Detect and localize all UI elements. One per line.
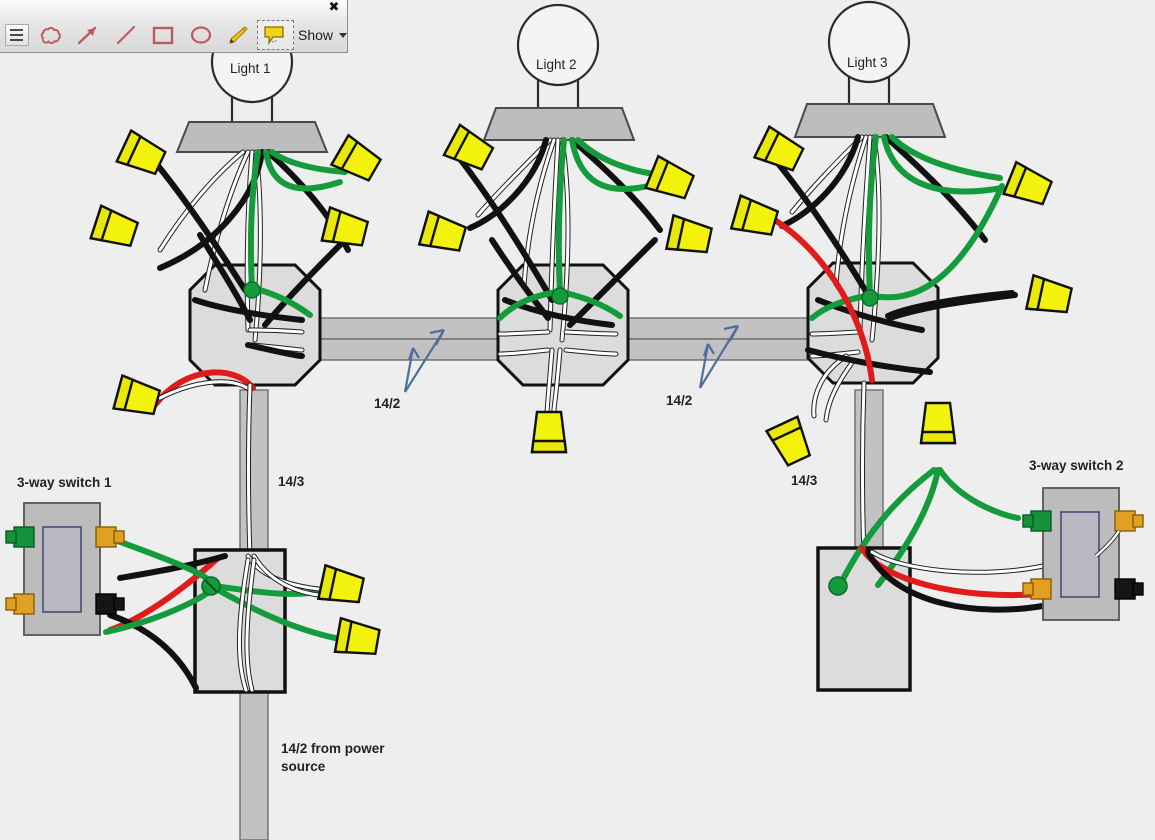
light-1-label: Light 1 <box>230 61 271 76</box>
light-2-label: Light 2 <box>536 57 577 72</box>
ground-terminal <box>13 526 35 548</box>
cable-runs <box>239 317 884 840</box>
annotation-toolbar: ✖ <box>0 0 348 53</box>
cable-label-14-2-right: 14/2 <box>666 393 693 408</box>
wire-nut-group-switch-2 <box>919 401 957 445</box>
line-icon[interactable] <box>107 20 144 50</box>
cable-power-feed-run <box>239 689 269 840</box>
common-terminal-2 <box>1114 578 1136 600</box>
hamburger-menu-icon[interactable] <box>1 20 32 50</box>
close-icon[interactable]: ✖ <box>328 0 340 15</box>
wires-switch-box-2 <box>828 467 1051 613</box>
cable-14-2-left-run-b <box>299 338 516 361</box>
wires-light-2 <box>450 137 663 435</box>
cable-label-14-2-left: 14/2 <box>374 396 401 411</box>
arrow-icon[interactable] <box>70 20 107 50</box>
cable-14-2-left-run <box>299 317 516 340</box>
ground-screw-box-2 <box>551 287 569 305</box>
wires-light-3 <box>757 134 1018 559</box>
brass-terminal-2-tr <box>1114 510 1136 532</box>
cable-label-14-3-left: 14/3 <box>278 474 305 489</box>
show-dropdown[interactable]: Show <box>298 27 348 43</box>
light-fixture-3 <box>793 0 947 138</box>
callout-bubble-icon[interactable] <box>256 20 294 50</box>
chevron-down-icon <box>339 32 348 38</box>
ground-terminal-2 <box>1030 510 1052 532</box>
switch-box-2 <box>816 546 912 692</box>
common-terminal <box>95 593 117 615</box>
rectangle-icon[interactable] <box>145 20 182 50</box>
annotation-arrow-left <box>403 328 445 393</box>
show-dropdown-label: Show <box>298 27 334 43</box>
annotation-arrow-right <box>698 324 739 389</box>
toolbar-titlebar <box>0 0 347 18</box>
cable-label-14-3-right: 14/3 <box>791 473 818 488</box>
light-3-label: Light 3 <box>847 55 888 70</box>
switch-device-2 <box>1022 487 1144 621</box>
ground-screw-box-1 <box>243 281 261 299</box>
cable-label-power-feed: 14/2 from power source <box>281 741 385 774</box>
brass-terminal-bl <box>13 593 35 615</box>
brass-terminal-tr <box>95 526 117 548</box>
ground-screw-switch-box-2 <box>828 576 848 596</box>
brass-terminal-2-bl <box>1030 578 1052 600</box>
switch-2-label: 3-way switch 2 <box>1029 458 1124 473</box>
wires-light-1 <box>142 147 351 561</box>
toolbar-tool-row: Show <box>0 18 348 52</box>
ground-screw-box-3 <box>861 289 879 307</box>
cloud-shape-icon[interactable] <box>32 20 69 50</box>
switch-device-1 <box>5 502 125 636</box>
light-fixture-2 <box>482 3 636 141</box>
switch-1-label: 3-way switch 1 <box>17 475 112 490</box>
cable-14-3-left-run <box>239 389 269 566</box>
ellipse-icon[interactable] <box>182 20 219 50</box>
pencil-icon[interactable] <box>219 20 256 50</box>
